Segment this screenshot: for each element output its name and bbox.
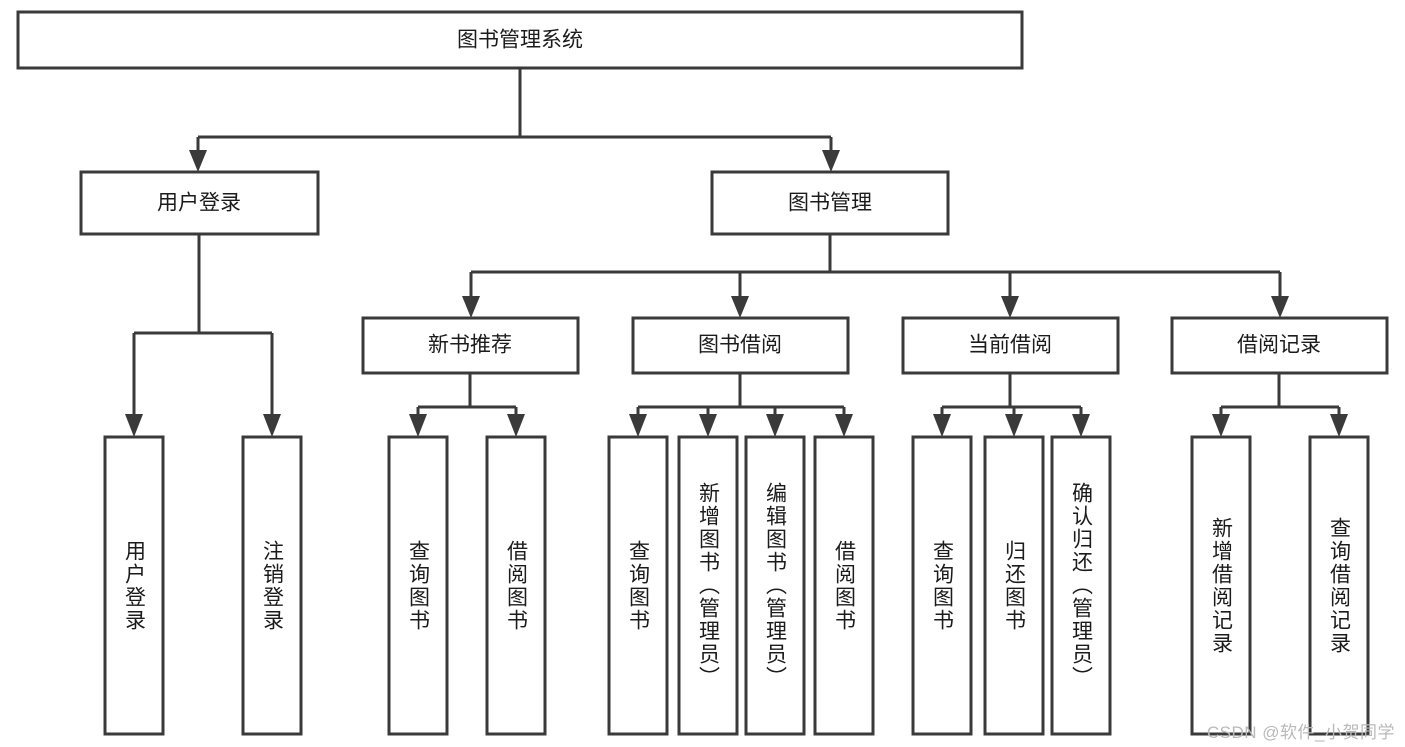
node-new-book-recommend-label: 新书推荐 <box>428 334 512 357</box>
node-new-book-recommend-box[interactable] <box>361 316 580 375</box>
watermark-text: CSDN @软件_小贺同学 <box>1206 723 1395 742</box>
node-current-borrow[interactable]: 当前借阅 <box>901 316 1120 375</box>
node-current-borrow-box[interactable] <box>901 316 1120 375</box>
node-user-login-box[interactable] <box>79 170 320 236</box>
arrow-head-icon <box>699 414 717 437</box>
node-root-label: 图书管理系统 <box>457 29 583 52</box>
arrow-head-icon <box>933 414 951 437</box>
leaf-box-query-book-2[interactable] <box>607 435 669 736</box>
connector-borrow-record-to-leaves <box>1212 373 1348 437</box>
leaf-box-logout[interactable] <box>241 435 303 736</box>
arrow-head-icon <box>766 414 784 437</box>
arrow-head-icon <box>125 414 143 437</box>
connector-new-book-recommend-to-leaves <box>409 373 525 437</box>
arrow-head-icon <box>189 150 207 172</box>
arrow-head-icon <box>263 414 281 437</box>
arrow-head-icon <box>462 296 480 318</box>
node-borrow-record[interactable]: 借阅记录 <box>1170 316 1389 375</box>
arrow-head-icon <box>1072 414 1090 437</box>
arrow-head-icon <box>1005 414 1023 437</box>
node-current-borrow-label: 当前借阅 <box>968 334 1052 357</box>
connector-book-manage-to-level3 <box>462 234 1289 318</box>
arrow-head-icon <box>1330 414 1348 437</box>
connector-root-to-level2 <box>189 68 840 172</box>
node-root-box[interactable] <box>16 10 1024 70</box>
arrow-head-icon <box>629 414 647 437</box>
node-user-login[interactable]: 用户登录 <box>79 170 320 236</box>
arrow-head-icon <box>409 414 427 437</box>
leaf-box-add-record[interactable] <box>1190 435 1252 736</box>
node-borrow-record-label: 借阅记录 <box>1237 334 1321 357</box>
node-book-borrow[interactable]: 图书借阅 <box>631 316 850 375</box>
leaf-box-query-book-3[interactable] <box>911 435 973 736</box>
connector-user-login-to-leaves <box>125 234 281 437</box>
leaf-box-borrow-book-2[interactable] <box>813 435 875 736</box>
node-root[interactable]: 图书管理系统 <box>16 10 1024 70</box>
arrow-head-icon <box>1271 296 1289 318</box>
node-book-manage[interactable]: 图书管理 <box>710 170 950 236</box>
node-book-manage-label: 图书管理 <box>788 192 872 215</box>
leaf-box-edit-book[interactable] <box>744 435 806 736</box>
arrow-head-icon <box>822 150 840 172</box>
node-book-borrow-label: 图书借阅 <box>698 334 782 357</box>
arrow-head-icon <box>1001 296 1019 318</box>
node-user-login-label: 用户登录 <box>157 192 241 215</box>
leaf-box-confirm-return[interactable] <box>1050 435 1112 736</box>
arrow-head-icon <box>835 414 853 437</box>
leaf-box-query-book-1[interactable] <box>387 435 449 736</box>
leaf-box-return-book[interactable] <box>983 435 1045 736</box>
connector-book-borrow-to-leaves <box>629 373 853 437</box>
leaf-box-borrow-book-1[interactable] <box>485 435 547 736</box>
arrow-head-icon <box>507 414 525 437</box>
leaf-box-query-record[interactable] <box>1308 435 1370 736</box>
arrow-head-icon <box>731 296 749 318</box>
node-new-book-recommend[interactable]: 新书推荐 <box>361 316 580 375</box>
leaf-box-user-login[interactable] <box>103 435 165 736</box>
leaf-boxes-group <box>103 435 1370 736</box>
arrow-head-icon <box>1212 414 1230 437</box>
leaf-box-add-book[interactable] <box>677 435 739 736</box>
connector-current-borrow-to-leaves <box>933 373 1090 437</box>
